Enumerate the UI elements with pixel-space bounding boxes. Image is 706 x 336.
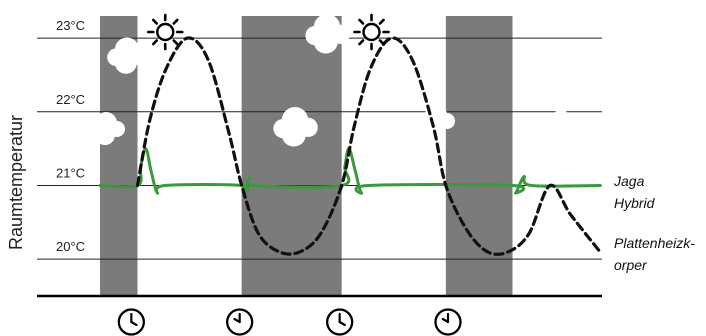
y-axis-label: Raumtemperatur xyxy=(6,115,26,250)
clock-icon-4 xyxy=(434,308,462,336)
label-layer: Raumtemperatur 20°C 21°C 22°C 23°C JagaHybri… xyxy=(6,18,695,273)
series-label-1-line-1: Jaga xyxy=(613,173,645,189)
cloud-icon-4 xyxy=(387,63,408,82)
cloud-puff-4-4 xyxy=(390,70,402,82)
series-label-2-line-2: orper xyxy=(614,257,648,273)
sun-ray-1-8 xyxy=(172,18,179,25)
cloud-icon-6 xyxy=(418,104,455,137)
cloud-puff-3-4 xyxy=(313,29,338,54)
clock-icon-1 xyxy=(117,308,145,336)
clock-hand-hour-2 xyxy=(233,317,241,324)
sun-ray-2-6 xyxy=(358,18,365,25)
icon-layer xyxy=(117,13,462,336)
series-line-2 xyxy=(135,36,602,256)
clock-hand-hour-4 xyxy=(441,317,450,324)
shaded-period-2 xyxy=(241,16,342,296)
clock-icon-2 xyxy=(226,308,254,336)
sun-ray-1-2 xyxy=(172,39,179,46)
cloud-puff-2-4 xyxy=(95,125,115,145)
cloud-puff-5-4 xyxy=(281,122,306,147)
cloud-puff-1-4 xyxy=(114,51,137,74)
y-tick-label-4: 23°C xyxy=(56,18,85,33)
cloud-layer xyxy=(88,13,594,147)
background-layer xyxy=(100,16,513,296)
sun-icon-2 xyxy=(353,13,390,51)
cloud-icon-5 xyxy=(273,107,318,147)
series-label-1-line-2: Hybrid xyxy=(614,195,656,211)
cloud-icon-7 xyxy=(565,60,594,86)
cloud-puff-6-4 xyxy=(425,117,445,137)
grid-layer xyxy=(37,37,602,298)
cloud-icon-1 xyxy=(107,37,148,74)
sun-ray-2-2 xyxy=(378,39,385,46)
sun-core-1 xyxy=(156,22,175,42)
y-tick-label-1: 20°C xyxy=(56,239,85,254)
shaded-period-3 xyxy=(445,16,513,296)
sun-ray-2-8 xyxy=(378,18,385,25)
cloud-icon-8 xyxy=(548,109,575,133)
sun-core-2 xyxy=(362,22,381,42)
series-line-1 xyxy=(98,147,602,196)
series-layer xyxy=(98,36,602,256)
sun-icon-1 xyxy=(146,13,184,51)
cloud-puff-8-4 xyxy=(553,118,568,133)
y-tick-label-3: 22°C xyxy=(56,92,85,107)
clock-hand-hour-3 xyxy=(338,320,346,327)
sun-ray-2-4 xyxy=(358,39,365,46)
cloud-icon-3 xyxy=(305,13,350,54)
sun-ray-1-4 xyxy=(151,39,159,46)
cloud-puff-7-4 xyxy=(570,70,586,86)
y-tick-label-2: 21°C xyxy=(56,165,85,180)
sun-ray-1-6 xyxy=(151,18,159,25)
cloud-icon-2 xyxy=(88,112,125,145)
clock-icon-3 xyxy=(326,308,354,336)
clock-hand-hour-1 xyxy=(130,320,138,327)
series-label-2-line-1: Plattenheizk- xyxy=(614,235,695,251)
